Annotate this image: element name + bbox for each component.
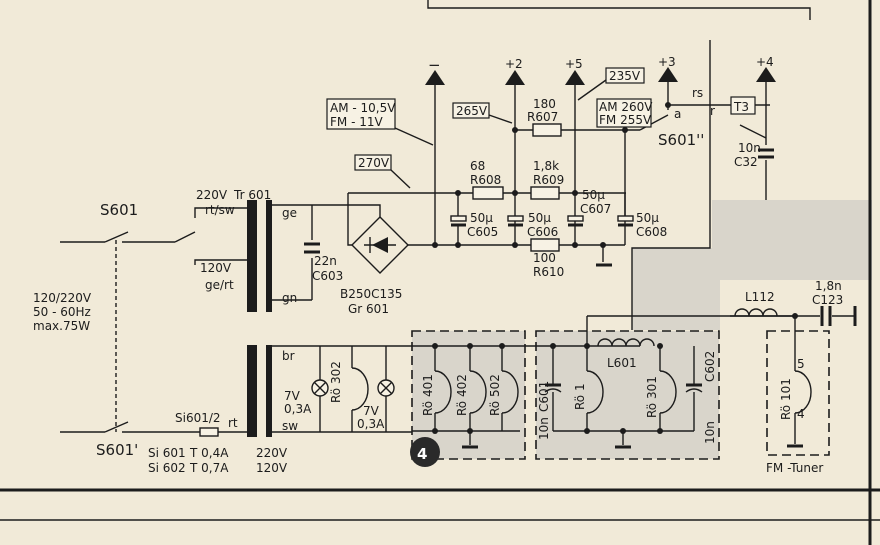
shaded-box-right — [536, 331, 719, 459]
c603-value: 22n — [314, 254, 337, 268]
fuse-si602-voltage: 120V — [256, 461, 288, 475]
filter-network: − +2 +5 +3 +4 180 R607 68 R608 1,8k R609… — [425, 55, 776, 279]
rectifier-type: B250C135 — [340, 287, 402, 301]
lamp2-voltage: 7V — [363, 404, 380, 418]
voltage-fm-255: FM 255V — [599, 113, 652, 127]
wire-ge: ge — [282, 206, 297, 220]
mains-spec-frequency: 50 - 60Hz — [33, 305, 91, 319]
voltage-270: 270V — [358, 156, 390, 170]
tap-220v: 220V — [196, 188, 228, 202]
r608-name: R608 — [470, 173, 501, 187]
fuse-si601-rating: T 0,4A — [189, 446, 229, 460]
fm-tuner: L112 1,8n C123 Rö 101 5 4 FM -Tuner — [730, 279, 857, 475]
marker-4-badge — [410, 437, 440, 467]
rail-minus: − — [428, 56, 441, 74]
rail-plus2: +2 — [505, 57, 523, 71]
ro401-label: Rö 401 — [421, 374, 435, 416]
c607-value: 50µ — [582, 188, 605, 202]
wire-br: br — [282, 349, 295, 363]
c601-value: 10n — [537, 417, 551, 440]
c32-value: 10n — [738, 141, 761, 155]
ro1-label: Rö 1 — [573, 383, 587, 410]
lamp1-current: 0,3A — [284, 402, 312, 416]
c606-name: C606 — [527, 225, 558, 239]
switch-rs: rs — [692, 86, 703, 100]
c606-value: 50µ — [528, 211, 551, 225]
shaded-region — [632, 200, 872, 330]
voltage-fm-neg: FM - 11V — [330, 115, 383, 129]
s601-prime-label: S601' — [96, 441, 138, 459]
voltage-235: 235V — [609, 69, 641, 83]
voltage-am-neg: AM - 10,5V — [330, 101, 396, 115]
c608-value: 50µ — [636, 211, 659, 225]
transformer-name: Tr 601 — [233, 188, 271, 202]
fuse-si601-voltage: 220V — [256, 446, 288, 460]
ro301-label: Rö 301 — [645, 376, 659, 418]
ro402-label: Rö 402 — [455, 374, 469, 416]
wire-gn: gn — [282, 291, 297, 305]
rail-plus5: +5 — [565, 57, 583, 71]
r607-value: 180 — [533, 97, 556, 111]
pin-4: 4 — [797, 407, 805, 421]
rectifier-name: Gr 601 — [348, 302, 389, 316]
wire-rt-sw: rt/sw — [205, 203, 235, 217]
marker-4-text: 4 — [417, 445, 427, 463]
c608-name: C608 — [636, 225, 667, 239]
switch-s601-triple-label: S601'' — [658, 131, 704, 149]
tap-120v: 120V — [200, 261, 232, 275]
fuse-label: Si601/2 — [175, 411, 221, 425]
wire-rt: rt — [228, 416, 238, 430]
r609-name: R609 — [533, 173, 564, 187]
mains-input: S601 S601' 120/220V 50 - 60Hz max.75W — [33, 201, 250, 459]
lamp1-voltage: 7V — [284, 389, 301, 403]
ro502-label: Rö 502 — [488, 374, 502, 416]
t3-label: T3 — [733, 100, 749, 114]
rectifier-section: 22n C603 B250C135 Gr 601 — [272, 192, 626, 316]
fuse-si601: Si 601 — [148, 446, 186, 460]
transformer: 220V Tr 601 rt/sw 120V ge/rt ge gn br sw… — [148, 188, 298, 475]
shaded-box-left — [412, 331, 525, 459]
r610-name: R610 — [533, 265, 564, 279]
c602-value: 10n — [703, 421, 717, 444]
s601-label: S601 — [100, 201, 138, 219]
r610-value: 100 — [533, 251, 556, 265]
mains-spec-voltage: 120/220V — [33, 291, 92, 305]
c602-label: C602 — [703, 351, 717, 382]
voltage-annotations: AM - 10,5V FM - 11V 270V 265V 235V AM 26… — [326, 67, 653, 189]
r609-value: 1,8k — [533, 159, 559, 173]
r607-name: R607 — [527, 110, 558, 124]
heater-circuit: Rö 302 7V 0,3A 7V 0,3A Rö 401 Rö 402 Rö … — [272, 315, 795, 467]
switch-a: a — [674, 107, 681, 121]
rail-plus4: +4 — [756, 55, 774, 69]
c607-name: C607 — [580, 202, 611, 216]
rail-plus3: +3 — [658, 55, 676, 69]
fuse-si602: Si 602 — [148, 461, 186, 475]
c123-value: 1,8n — [815, 279, 842, 293]
c601-label: C601 — [537, 381, 551, 412]
c32-name: C32 — [734, 155, 758, 169]
fuse-si602-rating: T 0,7A — [189, 461, 229, 475]
ro302-label: Rö 302 — [329, 361, 343, 403]
voltage-265: 265V — [456, 104, 488, 118]
mains-spec-power: max.75W — [33, 319, 90, 333]
r608-value: 68 — [470, 159, 485, 173]
wire-sw: sw — [282, 419, 298, 433]
switch-s601-triple: rs a r S601'' T3 10n C32 — [658, 86, 761, 169]
wire-ge-rt: ge/rt — [205, 278, 234, 292]
fm-tuner-label: FM -Tuner — [766, 461, 823, 475]
switch-r: r — [710, 104, 715, 118]
c605-name: C605 — [467, 225, 498, 239]
l601-label: L601 — [607, 356, 637, 370]
lamp2-current: 0,3A — [357, 417, 385, 431]
c603-name: C603 — [312, 269, 343, 283]
c123-name: C123 — [812, 293, 843, 307]
ro101-label: Rö 101 — [779, 378, 793, 420]
l112-label: L112 — [745, 290, 775, 304]
pin-5: 5 — [797, 357, 805, 371]
voltage-am-260: AM 260V — [599, 100, 653, 114]
c605-value: 50µ — [470, 211, 493, 225]
